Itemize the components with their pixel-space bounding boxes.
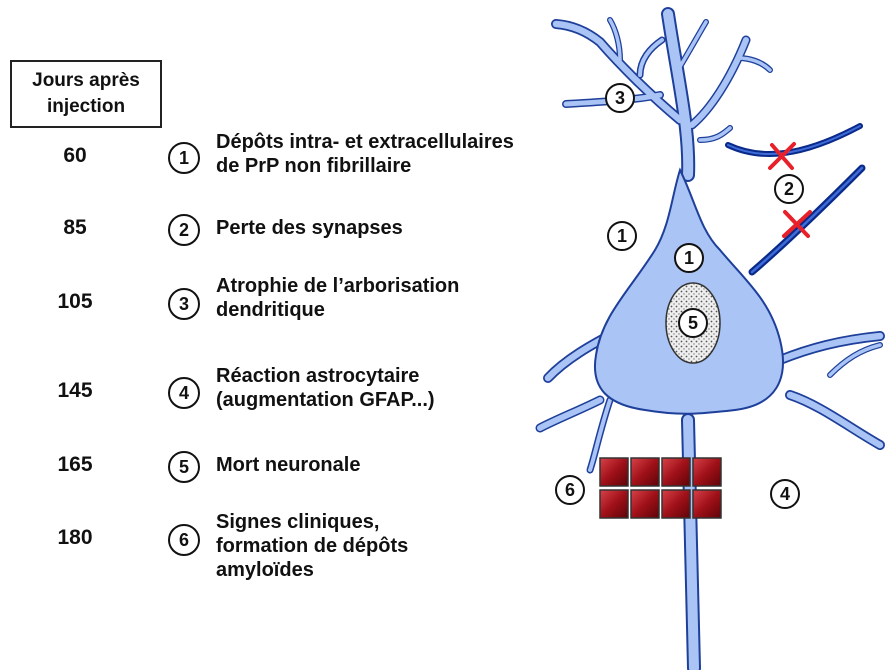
amyloid-deposits xyxy=(600,458,721,518)
diagram-marker-2: 2 xyxy=(774,174,804,204)
diagram-marker-1-outside: 1 xyxy=(607,221,637,251)
diagram-marker-3: 3 xyxy=(605,83,635,113)
diagram-marker-1-soma: 1 xyxy=(674,243,704,273)
diagram-marker-4: 4 xyxy=(770,479,800,509)
diagram-marker-6: 6 xyxy=(555,475,585,505)
diagram-marker-5: 5 xyxy=(678,308,708,338)
